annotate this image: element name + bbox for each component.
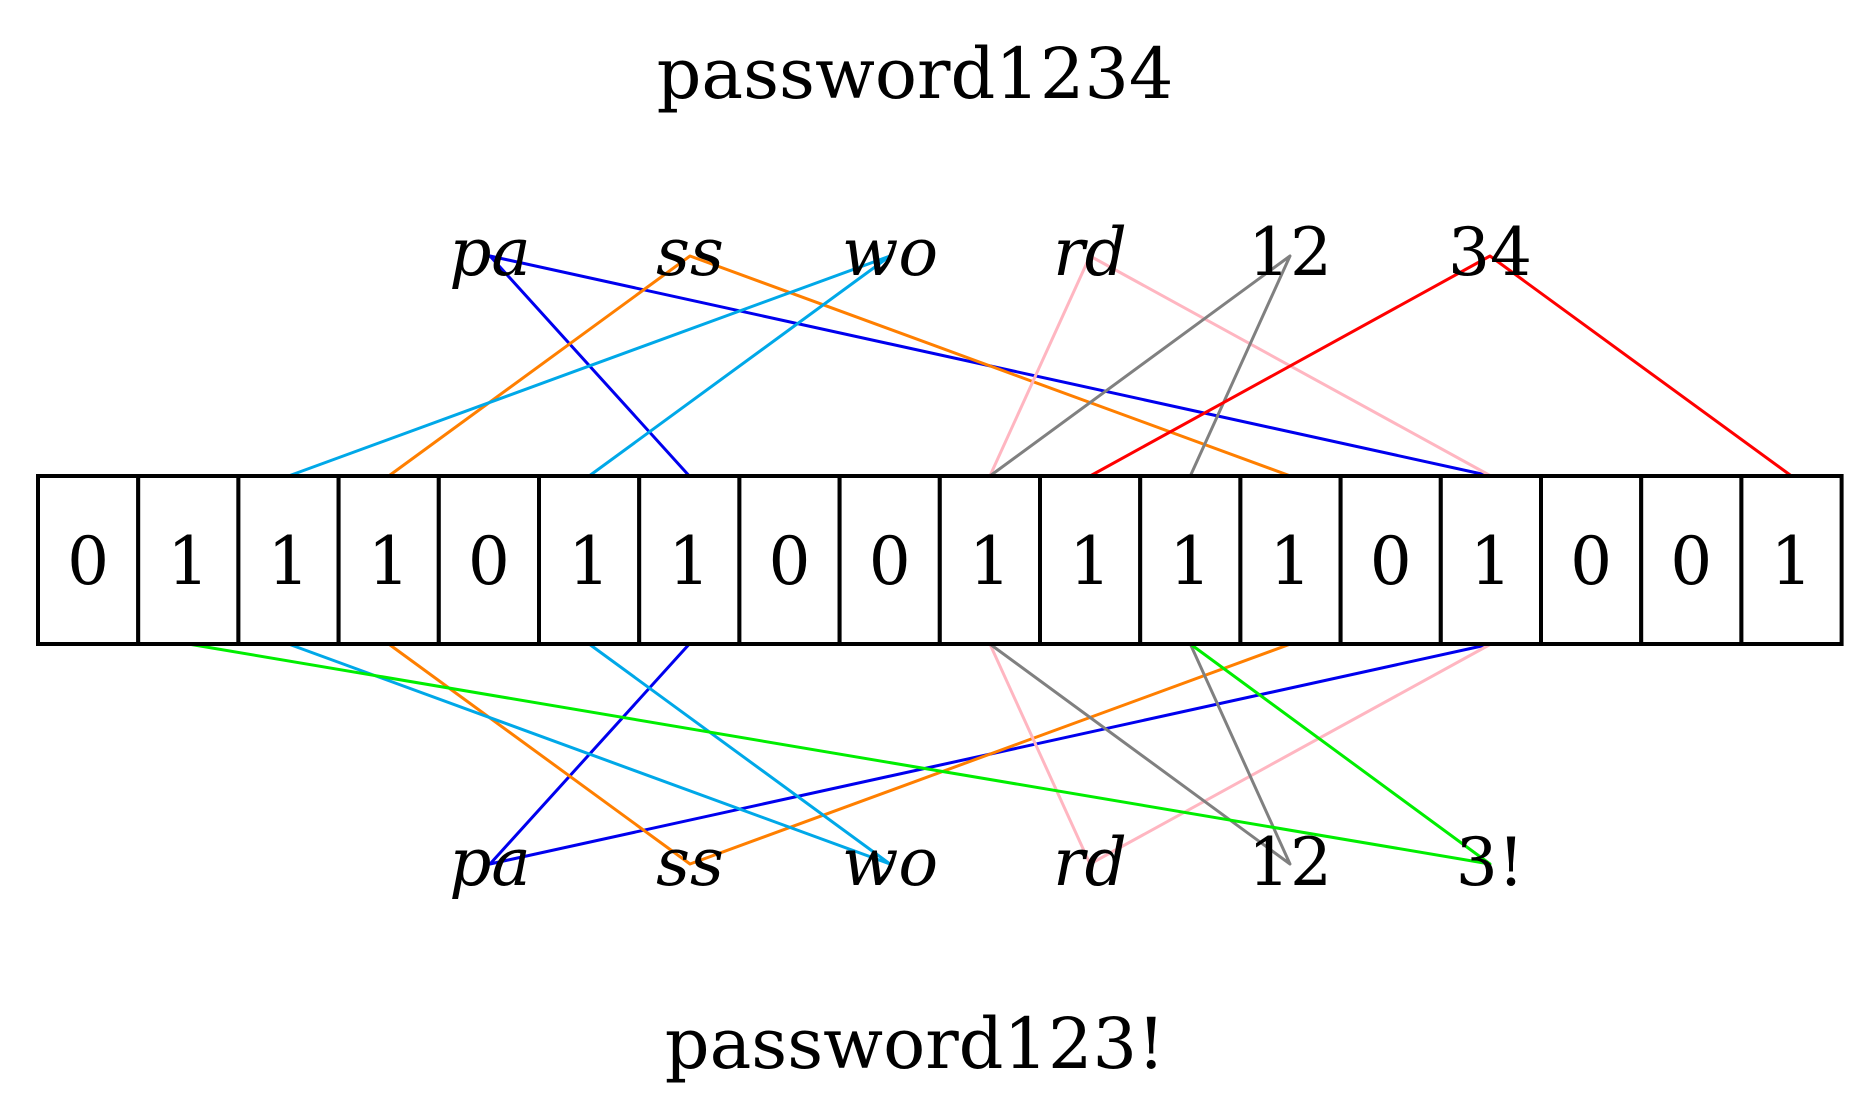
bit-cell-box <box>1038 474 1143 646</box>
bit-value: 0 <box>1570 523 1612 600</box>
bit-cell-box <box>1539 474 1644 646</box>
bottom-token-edge <box>188 642 1492 866</box>
top-token-edge <box>287 254 892 478</box>
bit-value: 1 <box>568 523 610 600</box>
bit-cell-box <box>1739 474 1844 646</box>
top-token-label: 12 <box>1248 214 1332 291</box>
bit-cell-box <box>1639 474 1744 646</box>
top-token-edge <box>488 254 1492 478</box>
bit-cell-box <box>937 474 1042 646</box>
bit-cell: 1 <box>1739 474 1844 646</box>
top-token-edge <box>989 254 1292 478</box>
bottom-token-label: 12 <box>1248 824 1332 901</box>
bottom-token-edge <box>989 642 1292 866</box>
bit-cell: 0 <box>737 474 842 646</box>
top-token-edge <box>988 254 1492 478</box>
bottom-token-edge <box>988 642 1492 866</box>
bottom-token-label: ss <box>656 824 724 901</box>
bit-value: 0 <box>769 523 811 600</box>
bit-cell: 1 <box>1438 474 1544 646</box>
bit-value: 1 <box>668 523 710 600</box>
bit-cell: 0 <box>436 474 541 646</box>
bottom-edges <box>188 642 1492 866</box>
bit-cell: 0 <box>36 474 141 646</box>
bottom-token-label: wo <box>842 824 938 901</box>
bit-value: 1 <box>1169 523 1211 600</box>
top-token-label: 34 <box>1448 214 1532 291</box>
top-token-label: pa <box>449 214 531 291</box>
top-password-title: password1234 <box>657 33 1174 115</box>
bit-value: 1 <box>268 523 310 600</box>
bit-value: 0 <box>869 523 911 600</box>
bit-cell: 0 <box>1539 474 1644 646</box>
top-token-edge <box>1089 254 1793 478</box>
bit-value: 0 <box>468 523 510 600</box>
bit-value: 0 <box>1370 523 1412 600</box>
bottom-tokens: pa ss wo rd 12 3! <box>449 824 1524 901</box>
bit-cell-box <box>1238 474 1343 646</box>
bit-value: 1 <box>969 523 1011 600</box>
bottom-token-label: pa <box>449 824 531 901</box>
bit-cell: 1 <box>236 474 341 646</box>
bit-cell-box <box>637 474 742 646</box>
bit-cell-box <box>537 474 642 646</box>
bit-cell: 1 <box>1138 474 1243 646</box>
bit-cell: 0 <box>1338 474 1443 646</box>
bit-value: 1 <box>1069 523 1111 600</box>
top-token-label: wo <box>842 214 938 291</box>
bit-cell-box <box>236 474 341 646</box>
bit-value: 1 <box>167 523 209 600</box>
bottom-token-label: rd <box>1053 824 1127 901</box>
top-token-label: rd <box>1053 214 1127 291</box>
bit-cell: 0 <box>837 474 942 646</box>
bit-cell-box <box>136 474 241 646</box>
bit-cell: 1 <box>637 474 742 646</box>
bit-value: 1 <box>1771 523 1813 600</box>
bottom-password-title: password123! <box>665 1003 1165 1085</box>
bit-cell: 1 <box>937 474 1042 646</box>
bit-cell-box <box>336 474 441 646</box>
top-tokens: pa ss wo rd 12 34 <box>449 214 1532 291</box>
bit-value: 1 <box>1270 523 1312 600</box>
bit-cell-box <box>36 474 141 646</box>
bit-cell-box <box>436 474 541 646</box>
bit-cell-box <box>1438 474 1544 646</box>
bottom-token-label: 3! <box>1456 824 1525 901</box>
bit-cell-box <box>1338 474 1443 646</box>
bit-value: 0 <box>67 523 109 600</box>
bit-cell: 1 <box>1238 474 1343 646</box>
bit-cell: 1 <box>537 474 642 646</box>
bit-cell-box <box>837 474 942 646</box>
bit-value: 1 <box>1470 523 1512 600</box>
top-token-label: ss <box>656 214 724 291</box>
top-edges <box>287 254 1793 478</box>
bit-cell: 1 <box>136 474 241 646</box>
bit-value: 1 <box>368 523 410 600</box>
bit-cell: 1 <box>336 474 441 646</box>
bit-cell: 1 <box>1038 474 1143 646</box>
bottom-token-edge <box>287 642 892 866</box>
bit-cell: 0 <box>1639 474 1744 646</box>
bit-value: 0 <box>1670 523 1712 600</box>
